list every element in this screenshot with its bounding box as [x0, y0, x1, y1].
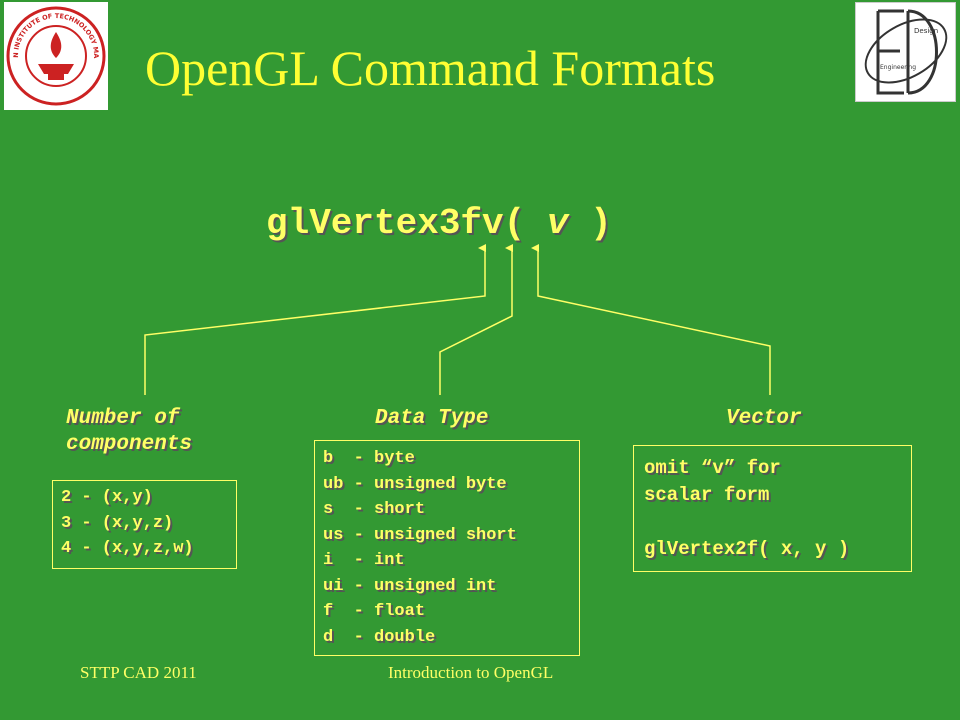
data-type-box: b - byte ub - unsigned byte s - short us…: [314, 440, 580, 656]
command-argument: v: [525, 203, 591, 244]
components-heading-line1: Number of: [66, 407, 180, 430]
command-suffix: ): [590, 203, 612, 244]
connector-vector: [531, 244, 771, 395]
vector-line-blank: [644, 509, 911, 536]
slide-title: OpenGL Command Formats: [145, 40, 716, 96]
footer-left: STTP CAD 2011: [80, 663, 197, 682]
ed-design-engineering-logo: Design Engineering: [855, 2, 956, 102]
vector-line: omit “v” for: [644, 457, 781, 479]
vector-line: scalar form: [644, 484, 770, 506]
svg-text:Design: Design: [914, 27, 938, 35]
data-type-line: f - float: [323, 602, 426, 621]
data-type-line: ub - unsigned byte: [323, 474, 507, 494]
footer-center: Introduction to OpenGL: [388, 663, 554, 682]
data-type-line: s - short: [323, 500, 426, 519]
vector-heading: Vector: [726, 407, 802, 430]
data-type-line: us - unsigned short: [323, 525, 517, 545]
data-type-line: i - int: [323, 551, 405, 570]
connector-data-type: [439, 244, 513, 395]
iit-madras-logo: INDIAN INSTITUTE OF TECHNOLOGY MADRAS: [1, 0, 108, 110]
components-line: 4 - (x,y,z,w): [61, 539, 194, 558]
svg-text:Engineering: Engineering: [880, 64, 916, 71]
components-box: 2 - (x,y) 3 - (x,y,z) 4 - (x,y,z,w): [52, 480, 237, 569]
components-line: 2 - (x,y): [61, 488, 153, 507]
command-prefix: glVertex3fv(: [266, 203, 526, 244]
data-type-heading: Data Type: [375, 407, 489, 430]
data-type-line: ui - unsigned int: [323, 576, 497, 596]
vector-box: omit “v” for scalar form glVertex2f( x, …: [633, 445, 912, 572]
command-signature: glVertex3fv( v ): [266, 202, 612, 246]
components-heading: Number of components: [66, 406, 192, 458]
data-type-line: d - double: [323, 627, 436, 647]
data-type-line: b - byte: [323, 449, 415, 468]
components-heading-line2: components: [66, 433, 193, 456]
connector-components: [144, 244, 486, 395]
vector-line: glVertex2f( x, y ): [644, 538, 850, 560]
components-line: 3 - (x,y,z): [61, 513, 174, 533]
